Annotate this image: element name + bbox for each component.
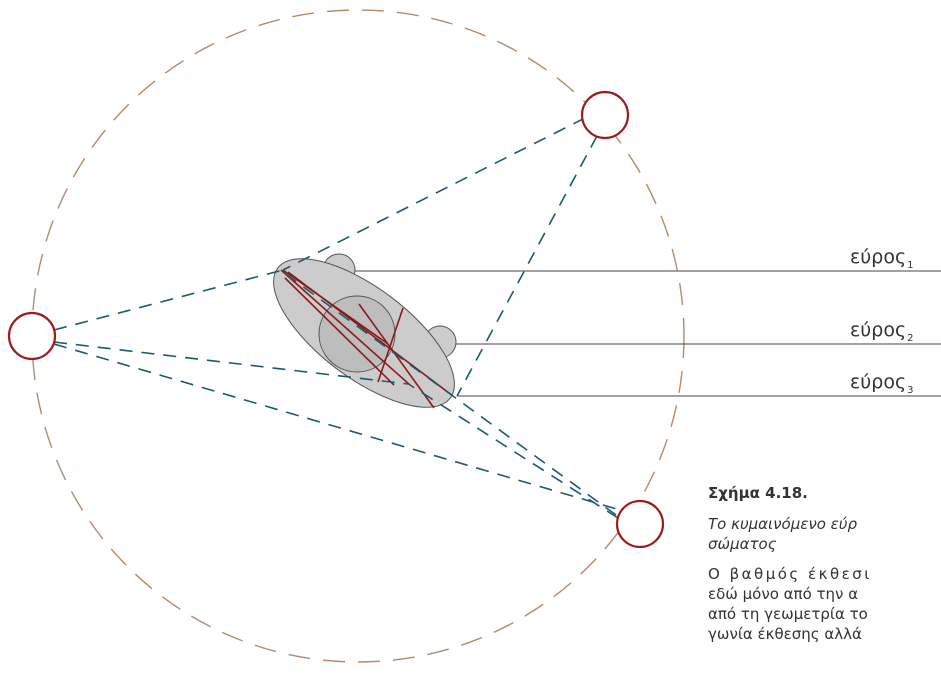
caption-body-line-1: Ο βαθμός έκθεσι bbox=[708, 565, 872, 583]
caption-subtitle-line-1: Το κυμαινόμενο εύρ bbox=[708, 515, 857, 533]
range-label-3: εύρος3 bbox=[850, 371, 913, 396]
range-label-1: εύρος1 bbox=[850, 246, 913, 271]
caption-body: Ο βαθμός έκθεσι εδώ μόνο από την α από τ… bbox=[708, 564, 941, 644]
chord-2 bbox=[284, 277, 395, 386]
sight-line bbox=[282, 271, 617, 516]
sight-line bbox=[456, 135, 598, 397]
sight-line bbox=[409, 384, 619, 519]
figure-caption: Σχήμα 4.18. Το κυμαινόμενο εύρ σώματος Ο… bbox=[708, 484, 941, 644]
source-bottom-right bbox=[615, 499, 665, 549]
caption-body-line-4: γωνία έκθεσης αλλά bbox=[708, 625, 862, 643]
source-top-right bbox=[580, 90, 630, 140]
chord-5 bbox=[377, 307, 404, 383]
sight-line bbox=[53, 269, 284, 331]
chord-4 bbox=[358, 303, 435, 409]
caption-subtitle-line-2: σώματος bbox=[708, 535, 777, 553]
sight-line bbox=[282, 117, 586, 271]
chord-1 bbox=[280, 269, 411, 386]
caption-subtitle: Το κυμαινόμενο εύρ σώματος bbox=[708, 514, 941, 554]
chord-6 bbox=[282, 269, 389, 345]
caption-body-line-3: από τη γεωμετρία το bbox=[708, 605, 868, 623]
caption-title: Σχήμα 4.18. bbox=[708, 484, 808, 502]
sight-line bbox=[53, 343, 621, 511]
sight-lines bbox=[53, 117, 621, 519]
caption-body-line-2: εδώ μόνο από την α bbox=[708, 585, 859, 603]
source-left bbox=[7, 311, 57, 361]
chords bbox=[280, 269, 454, 409]
sight-line bbox=[53, 341, 409, 385]
range-label-2: εύρος2 bbox=[850, 319, 913, 344]
body-figure bbox=[273, 253, 457, 408]
